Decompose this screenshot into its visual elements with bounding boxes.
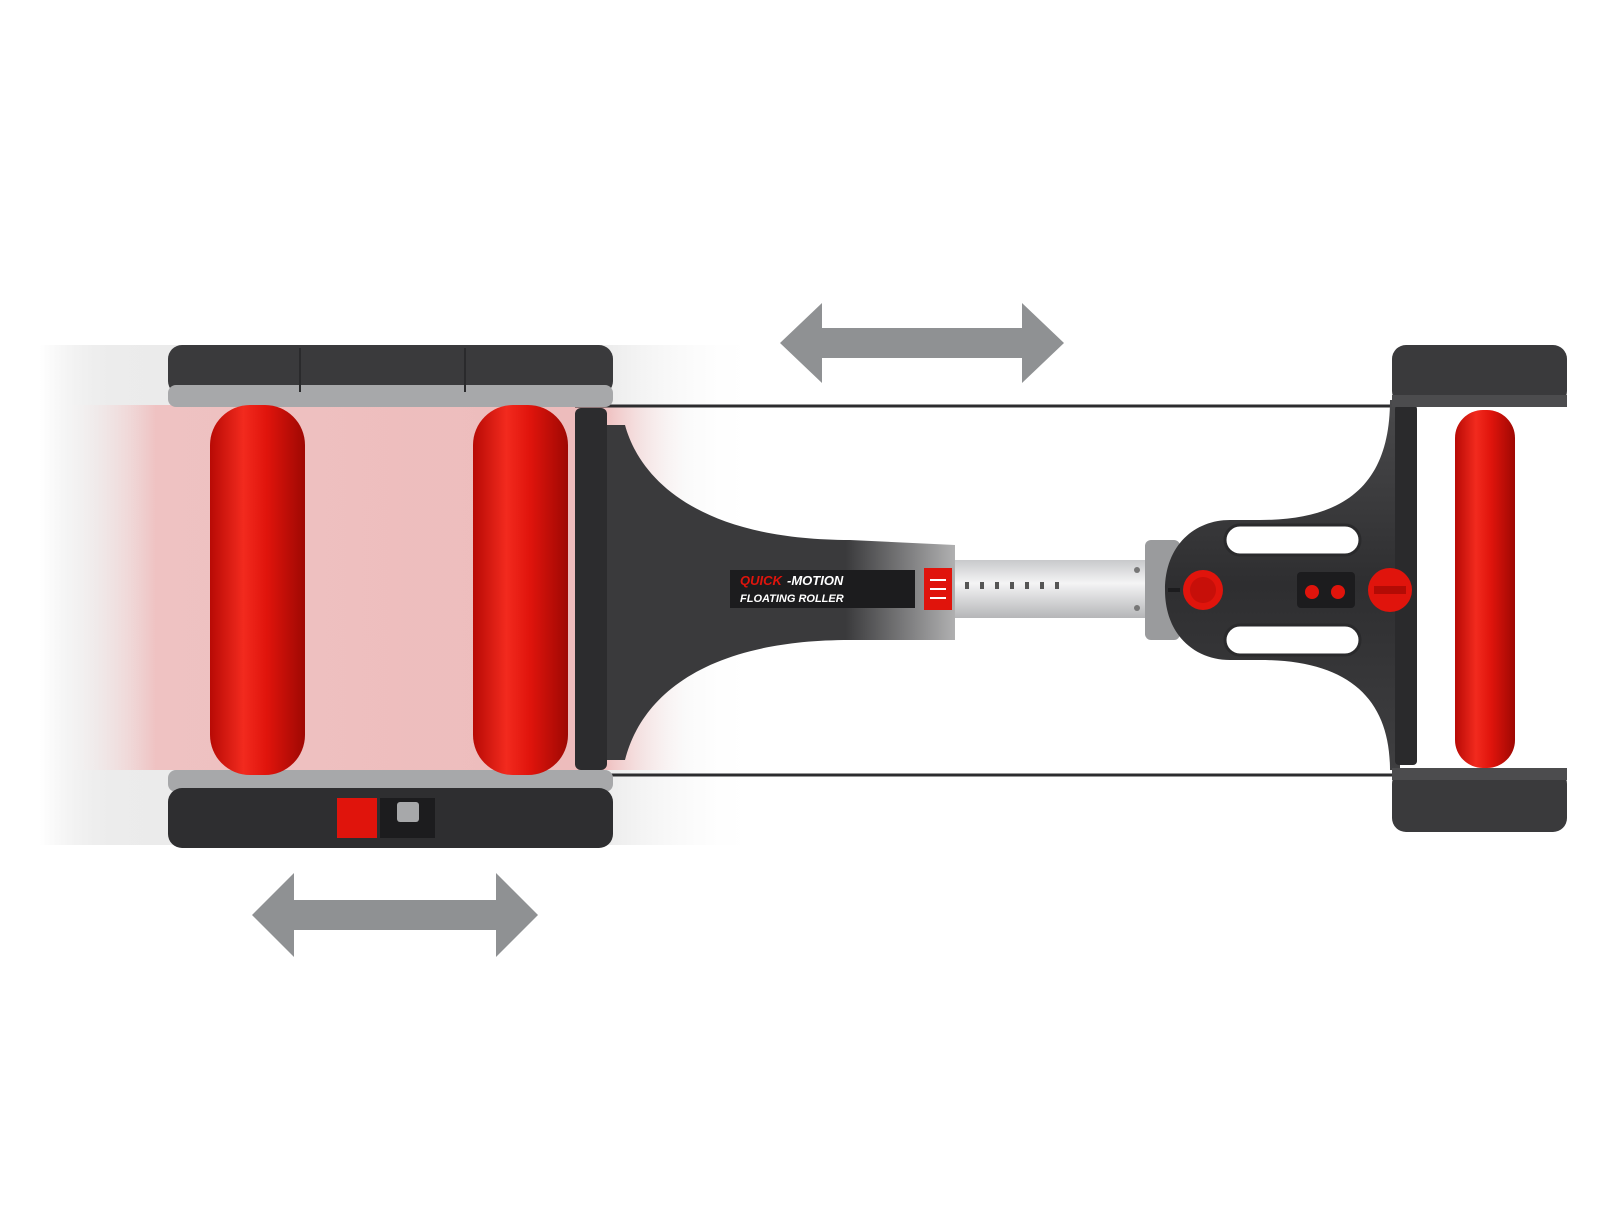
guide-rods: [575, 404, 1395, 777]
top-double-arrow-icon: [780, 303, 1064, 383]
front-roller-right: [473, 405, 568, 775]
adjustment-knobs: [1168, 568, 1412, 612]
telescopic-tube: [955, 540, 1180, 640]
rear-end-caps: [1392, 345, 1567, 832]
bottom-double-arrow-icon: [252, 873, 538, 957]
logo-line1-part2: -MOTION: [787, 573, 844, 588]
resistance-badge: [1297, 572, 1355, 608]
logo-line2: FLOATING ROLLER: [740, 593, 844, 605]
rear-frame: [1165, 400, 1417, 770]
front-roller-left: [210, 405, 305, 775]
logo-line1-part1: QUICK: [740, 573, 784, 588]
product-logo-plate: QUICK -MOTION FLOATING ROLLER: [730, 568, 952, 610]
elite-logo-icon: [337, 798, 377, 838]
rear-roller: [1455, 410, 1515, 768]
front-top-end-cap: [168, 345, 613, 407]
front-bottom-end-cap: [168, 770, 613, 848]
